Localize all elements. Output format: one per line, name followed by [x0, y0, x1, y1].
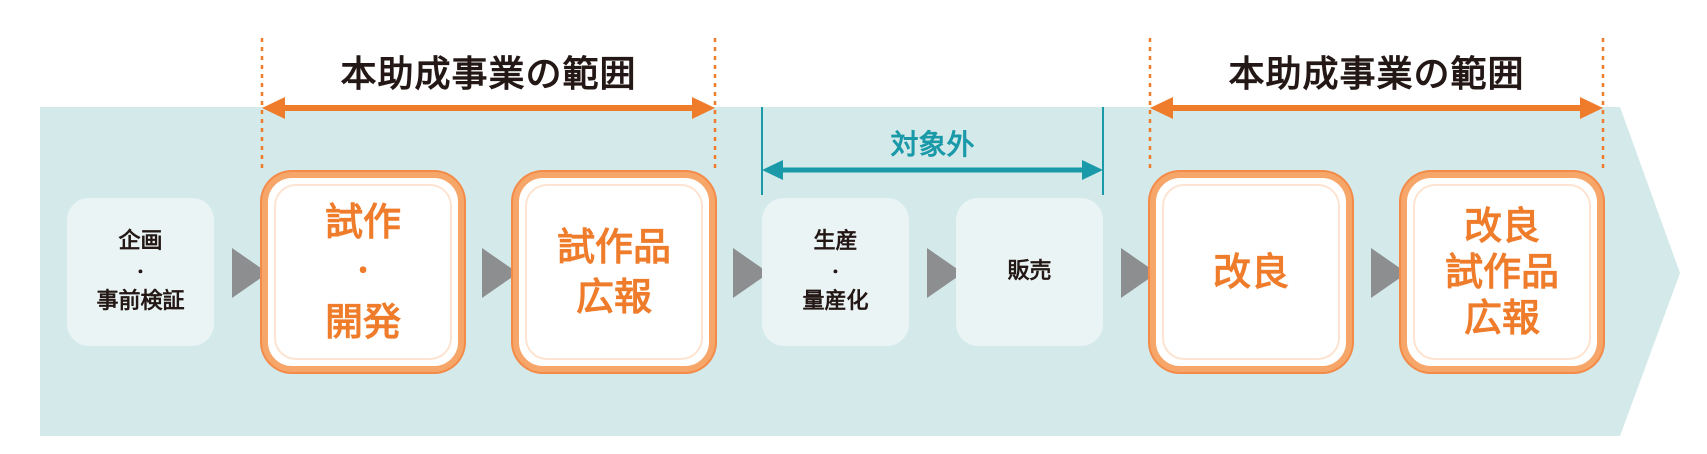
- excluded-title: 対象外: [890, 128, 975, 161]
- connector-triangle-1: [232, 248, 268, 298]
- step-production-mass-production: 生産 ・ 量産化: [762, 198, 909, 346]
- scope-1-arrowhead-right: [692, 97, 715, 119]
- step-1-line-3: 事前検証: [96, 289, 185, 314]
- step-4-line-3: 量産化: [802, 289, 869, 314]
- connector-triangle-3: [733, 248, 769, 298]
- step-improved-prototype-publicity: 改良 試作品 広報: [1401, 172, 1603, 372]
- step-2-line-1: 試作: [324, 200, 401, 244]
- step-3-line-2: 広報: [575, 275, 652, 319]
- connector-triangle-2: [482, 248, 518, 298]
- step-4-line-1: 生産: [813, 229, 858, 254]
- scope-2-arrowhead-left: [1150, 97, 1173, 119]
- step-5-line-1: 販売: [1007, 259, 1052, 284]
- step-2-line-2: ・: [349, 256, 377, 287]
- step-improvement: 改良: [1150, 172, 1352, 372]
- step-7-line-2: 試作品: [1444, 250, 1559, 294]
- step-sales: 販売: [956, 198, 1103, 346]
- step-3-line-1: 試作品: [556, 225, 671, 269]
- connector-triangle-5: [1121, 248, 1157, 298]
- excluded-arrowhead-left: [762, 160, 783, 180]
- step-7-line-1: 改良: [1463, 204, 1540, 248]
- connector-triangle-6: [1371, 248, 1407, 298]
- scope-2-title: 本助成事業の範囲: [1228, 54, 1525, 95]
- excluded-arrowhead-right: [1082, 160, 1103, 180]
- scope-2-arrowhead-right: [1580, 97, 1603, 119]
- step-4-line-2: ・: [827, 263, 844, 281]
- scope-1-title: 本助成事業の範囲: [340, 54, 637, 95]
- step-2-line-3: 開発: [324, 300, 401, 344]
- step-1-line-2: ・: [132, 263, 149, 281]
- step-prototype-publicity: 試作品 広報: [513, 172, 715, 372]
- connector-triangle-4: [927, 248, 963, 298]
- step-6-line-1: 改良: [1212, 250, 1289, 294]
- step-planning-validation: 企画 ・ 事前検証: [67, 198, 214, 346]
- step-prototype-development: 試作 ・ 開発: [262, 172, 464, 372]
- scope-1-arrowhead-left: [262, 97, 285, 119]
- step-7-line-3: 広報: [1463, 296, 1540, 340]
- step-1-line-1: 企画: [118, 229, 163, 254]
